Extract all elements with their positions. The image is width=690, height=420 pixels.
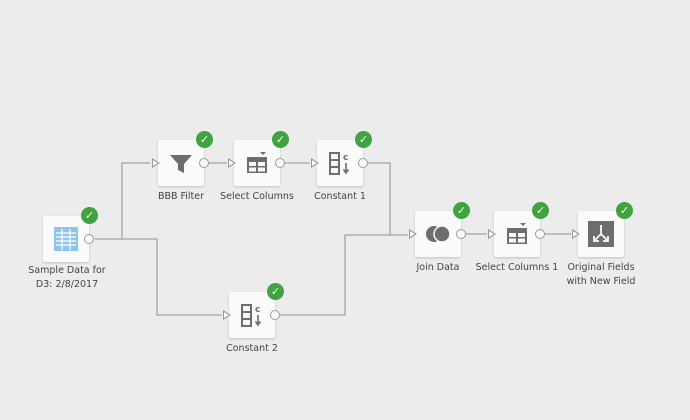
- success-check-icon: ✓: [532, 202, 549, 219]
- output-port[interactable]: [199, 158, 209, 168]
- output-port[interactable]: [358, 158, 368, 168]
- svg-text:c: c: [343, 153, 348, 163]
- output-split-icon: [588, 221, 614, 247]
- node-constant-1[interactable]: c ✓: [311, 131, 372, 186]
- node-select-columns-1[interactable]: ✓: [488, 202, 549, 257]
- success-check-icon: ✓: [272, 131, 289, 148]
- success-check-icon: ✓: [81, 207, 98, 224]
- select-columns-icon: [507, 223, 527, 244]
- output-port[interactable]: [275, 158, 285, 168]
- label-line: D3: 2/8/2017: [35, 279, 99, 290]
- input-port[interactable]: [572, 229, 580, 239]
- node-original-fields[interactable]: ✓: [572, 202, 633, 257]
- wire-sample-to-constant2: [122, 238, 222, 316]
- node-select-columns[interactable]: ✓: [228, 131, 289, 186]
- node-bbb-filter[interactable]: ✓: [152, 131, 213, 186]
- node-label: Constant 1: [314, 191, 366, 202]
- label-line: Sample Data for: [28, 265, 106, 276]
- success-check-icon: ✓: [453, 202, 470, 219]
- success-check-icon: ✓: [267, 283, 284, 300]
- input-port[interactable]: [311, 158, 319, 168]
- input-port[interactable]: [152, 158, 160, 168]
- svg-text:c: c: [255, 305, 260, 315]
- output-port[interactable]: [456, 229, 466, 239]
- node-join-data[interactable]: ✓: [409, 202, 470, 257]
- success-check-icon: ✓: [196, 131, 213, 148]
- filter-funnel-icon: [170, 155, 192, 173]
- node-label: BBB Filter: [157, 191, 205, 202]
- select-columns-icon: [247, 152, 267, 173]
- output-port[interactable]: [535, 229, 545, 239]
- constant-column-icon: c: [241, 304, 262, 327]
- node-label: Original Fields with New Field: [546, 261, 656, 289]
- input-port[interactable]: [488, 229, 496, 239]
- wire-constant2-to-join: [280, 234, 390, 316]
- constant-column-icon: c: [329, 152, 350, 175]
- input-port[interactable]: [228, 158, 236, 168]
- input-port[interactable]: [223, 310, 231, 320]
- output-port[interactable]: [84, 234, 94, 244]
- input-port[interactable]: [409, 229, 417, 239]
- dataset-table-icon: [54, 227, 78, 251]
- output-port[interactable]: [270, 310, 280, 320]
- wire-sample-to-filter: [95, 162, 150, 240]
- label-line: with New Field: [566, 276, 636, 287]
- node-label: Join Data: [416, 262, 460, 273]
- node-sample-data[interactable]: ✓: [43, 207, 98, 262]
- join-venn-icon: [426, 225, 451, 243]
- node-label: Select Columns 1: [475, 262, 559, 273]
- node-label: Select Columns: [220, 191, 294, 202]
- label-line: Original Fields: [567, 262, 635, 273]
- success-check-icon: ✓: [355, 131, 372, 148]
- node-constant-2[interactable]: c ✓: [223, 283, 284, 338]
- node-label: Constant 2: [226, 343, 278, 354]
- success-check-icon: ✓: [616, 202, 633, 219]
- wire-constant1-to-join: [368, 162, 408, 236]
